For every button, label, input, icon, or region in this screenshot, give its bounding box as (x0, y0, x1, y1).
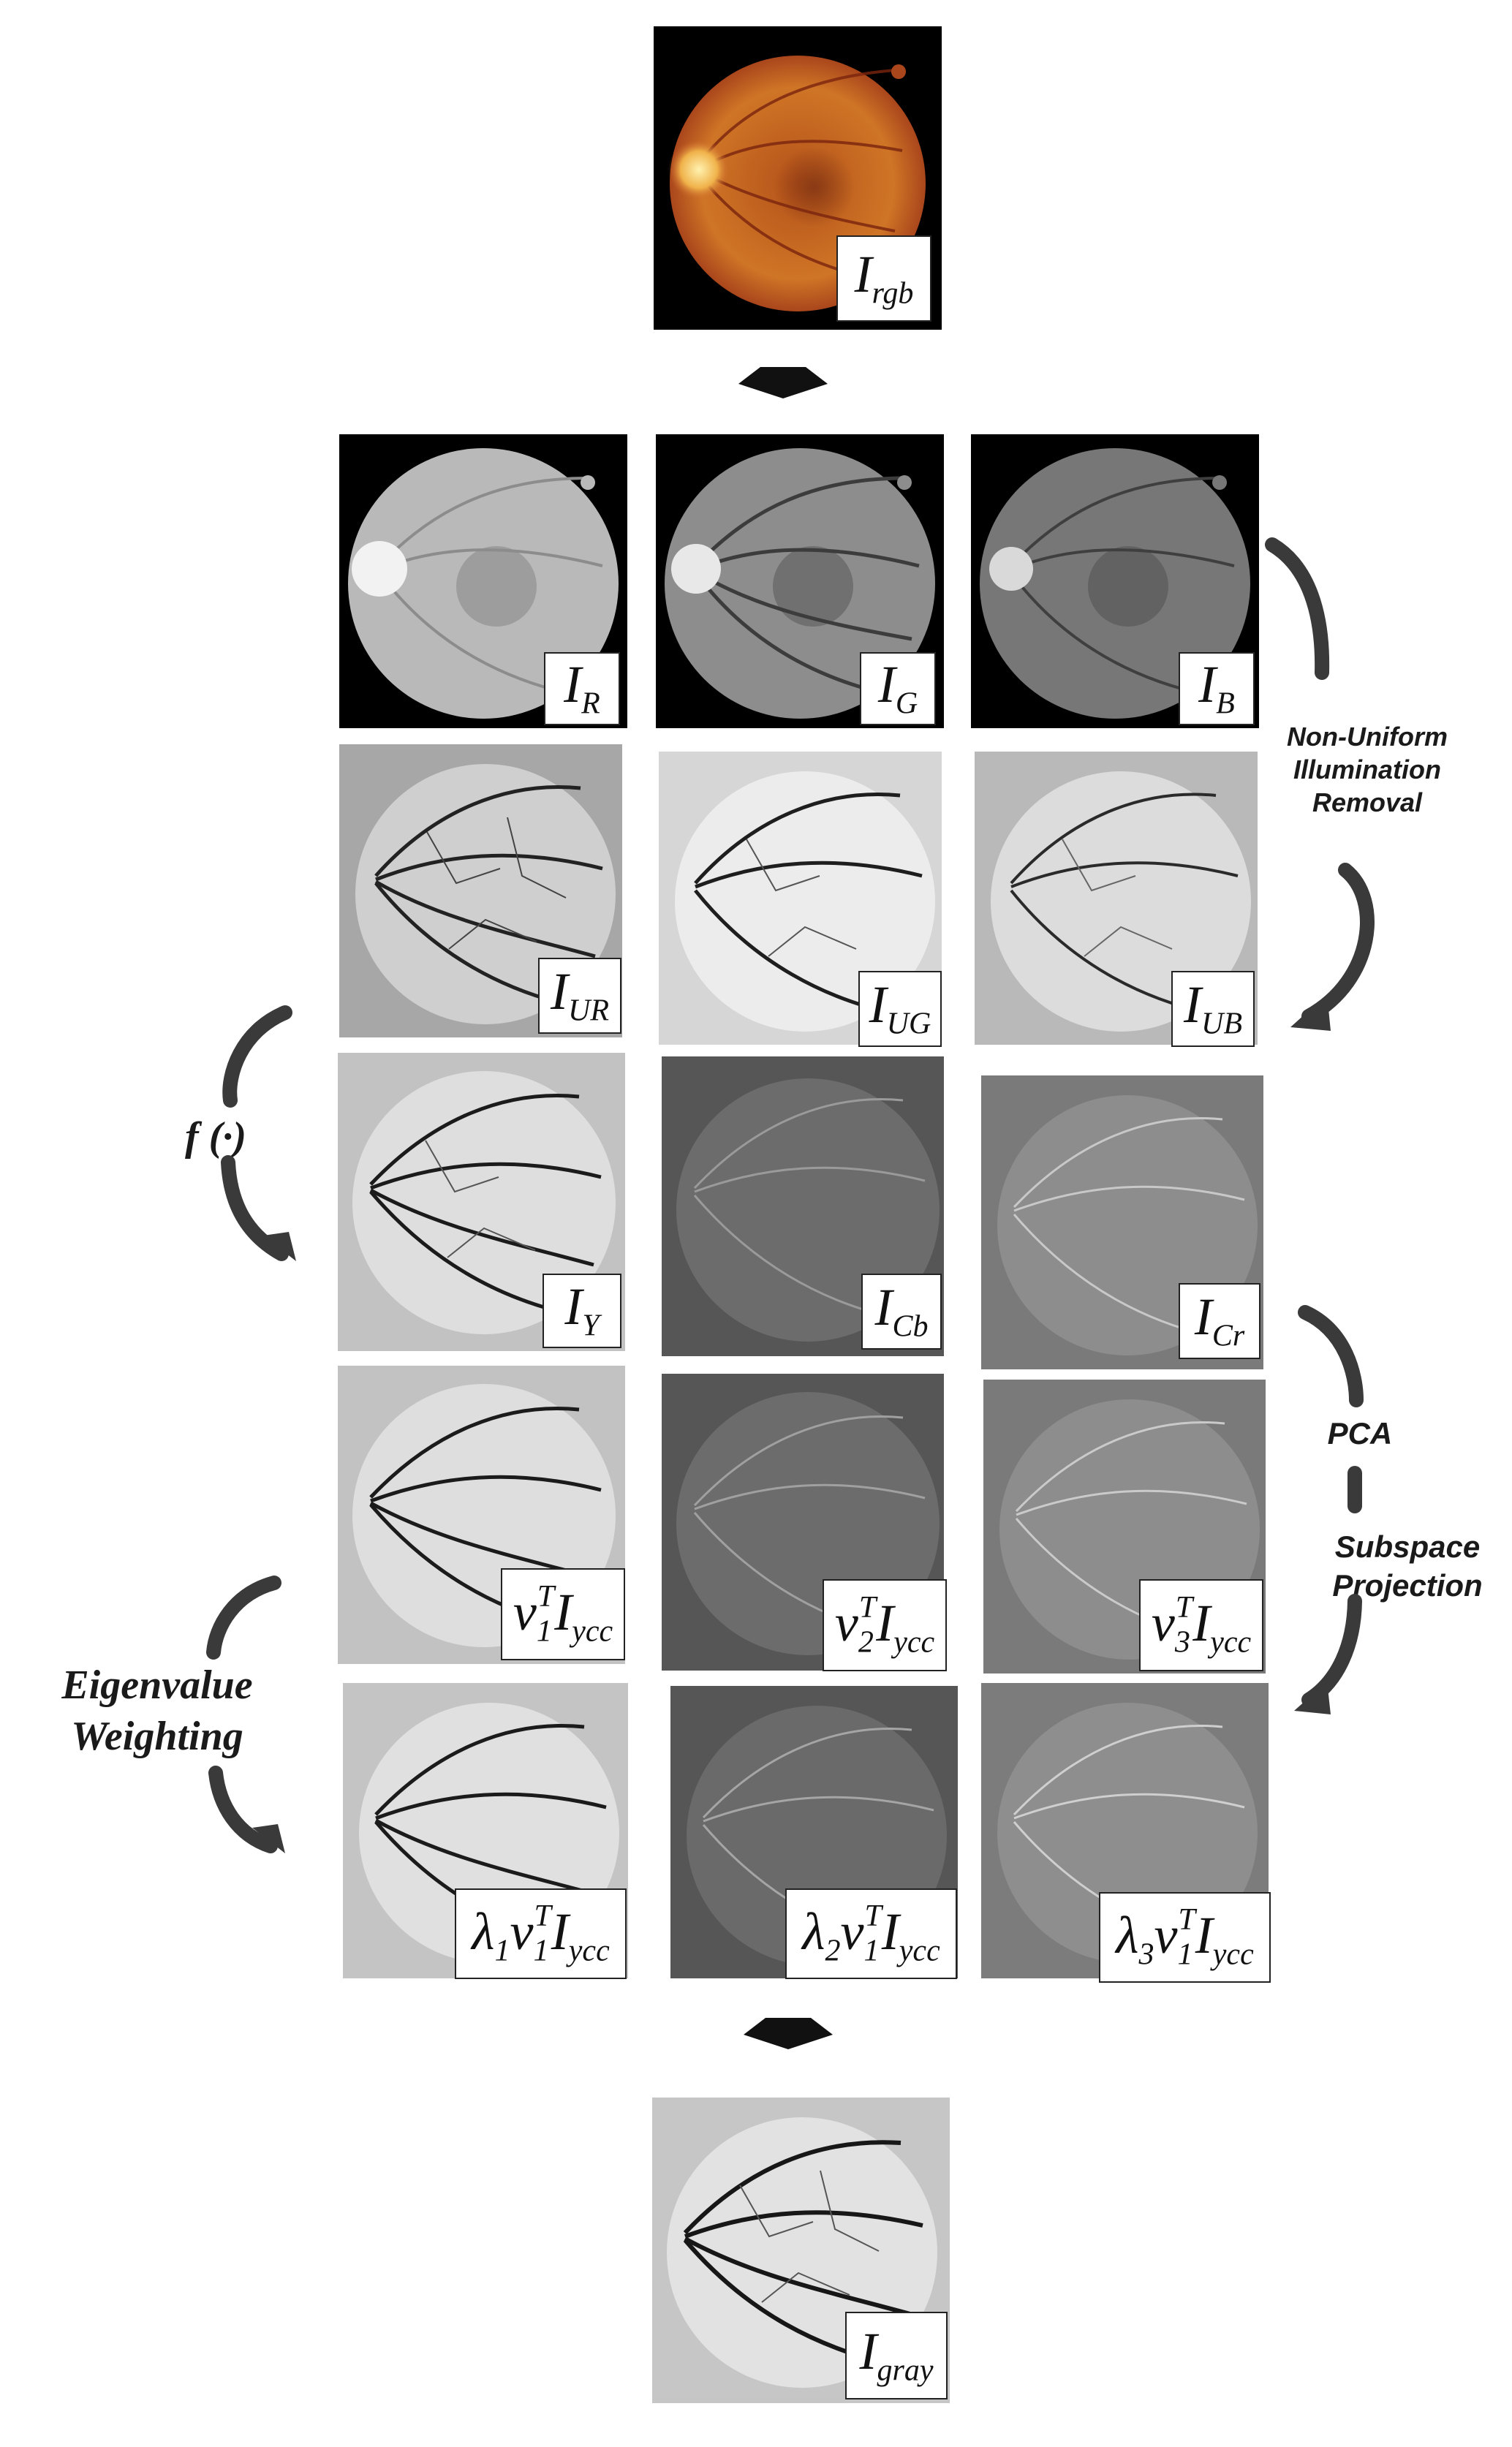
label-v1t-iycc: v1TIycc (501, 1568, 625, 1660)
label-i-gray: Igray (845, 2312, 948, 2399)
curve-arrow-f-bottom (221, 1155, 289, 1261)
f-function-label: f (·) (185, 1114, 246, 1160)
label-i-ub: IUB (1171, 971, 1255, 1047)
label-l2-v1t-iycc: λ2v1TIycc (785, 1888, 957, 1979)
label-i-b: IB (1179, 652, 1255, 725)
eigenvalue-weighting-label: Eigenvalue Weighting (61, 1663, 253, 1759)
arrowhead-pca-bottom (1294, 1682, 1331, 1714)
pca-label: PCA (1327, 1416, 1393, 1451)
label-v3t-iycc: v3TIycc (1139, 1579, 1263, 1671)
weighted-projection-1 (343, 1683, 628, 1978)
down-arrow-1 (738, 367, 828, 398)
ycbcr-chroma-cb (662, 1056, 944, 1356)
label-l3-v1t-iycc: λ3v1TIycc (1099, 1892, 1271, 1983)
label-i-ug: IUG (858, 971, 942, 1047)
label-i-g: IG (860, 652, 936, 725)
fundus-green-channel (656, 434, 944, 728)
curve-arrow-eig-top (206, 1576, 281, 1660)
curve-arrow-f-top (222, 1005, 292, 1108)
curve-arrow-eig-bottom (208, 1766, 278, 1853)
illumination-removed-green (659, 752, 942, 1045)
curve-arrow-illum-top (1265, 537, 1330, 680)
label-i-cb: ICb (861, 1274, 942, 1350)
label-i-ur: IUR (538, 958, 621, 1034)
curve-arrow-illum-bottom (1301, 863, 1375, 1024)
curve-arrow-pca-top (1298, 1305, 1364, 1407)
subspace-projection-label: Subspace Projection (1332, 1529, 1483, 1603)
illumination-removal-label: Non-Uniform Illumination Removal (1287, 722, 1448, 817)
arrowhead-illum-bottom (1290, 994, 1331, 1031)
fundus-blue-channel (971, 434, 1259, 728)
label-i-cr: ICr (1179, 1283, 1260, 1359)
label-v2t-iycc: v2TIycc (823, 1579, 947, 1671)
label-i-y: IY (543, 1274, 621, 1348)
label-i-rgb: Irgb (836, 235, 931, 322)
curve-arrow-pca-bottom (1301, 1594, 1362, 1707)
label-i-r: IR (544, 652, 620, 725)
arrowhead-f-bottom (263, 1232, 296, 1261)
arrowhead-eig-bottom (252, 1824, 285, 1853)
label-l1-v1t-iycc: λ1v1TIycc (455, 1888, 627, 1979)
down-arrow-2 (744, 2018, 833, 2049)
